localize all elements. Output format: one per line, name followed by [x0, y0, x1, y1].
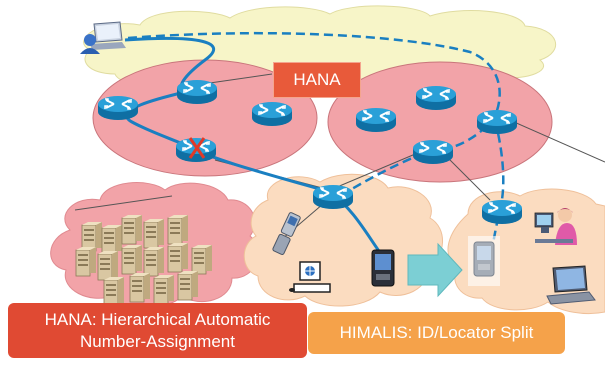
server-icon [143, 218, 165, 249]
pda-icon [371, 249, 395, 287]
server-icon [167, 214, 189, 245]
server-icon [121, 244, 143, 275]
desktop-pc-icon [289, 261, 331, 293]
server-icon [129, 272, 151, 303]
handoff-arrow-icon [407, 242, 463, 298]
server-icon [75, 246, 97, 277]
server-icon [101, 224, 123, 255]
router-icon [97, 95, 139, 121]
himalis-description: HIMALIS: ID/Locator Split [308, 312, 565, 354]
operator-icon [534, 208, 577, 245]
server-icon [177, 270, 199, 301]
server-icon [121, 214, 143, 245]
router-icon [481, 199, 523, 225]
server-icon [81, 221, 103, 252]
server-icon [191, 244, 213, 275]
hana-description: HANA: Hierarchical Automatic Number-Assi… [8, 303, 307, 358]
router-icon [412, 139, 454, 165]
server-icon [167, 242, 189, 273]
failed-router-icon [175, 137, 217, 163]
hana-label: HANA [273, 62, 361, 98]
flip-phone-icon [272, 212, 301, 255]
notebook-icon [546, 265, 596, 305]
server-icon [103, 276, 125, 307]
server-icon [97, 250, 119, 281]
router-icon [355, 107, 397, 133]
router-icon [312, 184, 354, 210]
router-icon [476, 109, 518, 135]
pda-icon [468, 236, 500, 286]
router-icon [251, 101, 293, 127]
laptop-user-icon [80, 21, 126, 54]
server-icon [153, 274, 175, 305]
server-icon [143, 246, 165, 277]
router-icon [415, 85, 457, 111]
router-icon [176, 79, 218, 105]
hana-domain-right [327, 61, 553, 183]
